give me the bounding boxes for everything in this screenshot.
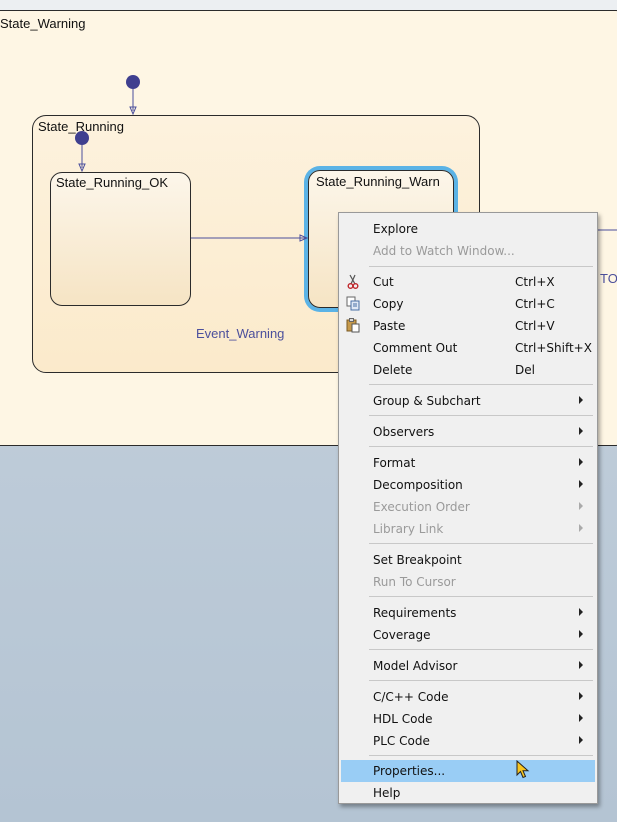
menu-item-add-watch: Add to Watch Window... — [373, 244, 515, 258]
menu-separator — [369, 649, 593, 650]
copy-icon — [346, 296, 360, 311]
menu-item-requirements[interactable]: Requirements — [341, 602, 595, 624]
submenu-arrow-icon — [579, 608, 583, 616]
canvas-top-strip — [0, 0, 617, 10]
menu-item-comment-out[interactable]: Comment Out Ctrl+Shift+X — [373, 341, 592, 355]
default-transition-dot[interactable] — [126, 75, 140, 89]
menu-item-run-to-cursor: Run To Cursor — [373, 575, 456, 589]
default-transition-dot-inner[interactable] — [75, 131, 89, 145]
state-warning-label: State_Warning — [0, 16, 86, 31]
menu-item-copy[interactable]: Copy Ctrl+C — [341, 293, 595, 315]
menu-item-paste[interactable]: Paste Ctrl+V — [341, 315, 595, 337]
menu-separator — [369, 446, 593, 447]
menu-separator — [369, 543, 593, 544]
menu-item-cut[interactable]: Cut Ctrl+X — [341, 271, 595, 293]
menu-item-properties[interactable]: Properties... — [341, 760, 595, 782]
state-running-ok[interactable]: State_Running_OK — [50, 172, 191, 306]
mouse-cursor-icon — [516, 760, 530, 779]
state-running-warn-label: State_Running_Warn — [316, 174, 440, 189]
menu-item-plc-code[interactable]: PLC Code — [341, 730, 595, 752]
submenu-arrow-icon — [579, 427, 583, 435]
menu-item-hdl-code[interactable]: HDL Code — [341, 708, 595, 730]
menu-item-coverage[interactable]: Coverage — [341, 624, 595, 646]
scissors-icon — [346, 274, 360, 289]
menu-item-group-subchart[interactable]: Group & Subchart — [341, 390, 595, 412]
menu-item-set-breakpoint[interactable]: Set Breakpoint — [373, 553, 462, 567]
menu-separator — [369, 680, 593, 681]
menu-item-delete[interactable]: Delete Del — [373, 363, 535, 377]
submenu-arrow-icon — [579, 480, 583, 488]
menu-item-model-advisor[interactable]: Model Advisor — [341, 655, 595, 677]
menu-separator — [369, 415, 593, 416]
menu-separator — [369, 755, 593, 756]
menu-separator — [369, 596, 593, 597]
submenu-arrow-icon — [579, 692, 583, 700]
menu-item-explore[interactable]: Explore — [373, 222, 419, 236]
submenu-arrow-icon — [579, 661, 583, 669]
menu-item-format[interactable]: Format — [341, 452, 595, 474]
paste-icon — [346, 318, 360, 333]
submenu-arrow-icon — [579, 502, 583, 510]
menu-item-cpp-code[interactable]: C/C++ Code — [341, 686, 595, 708]
menu-item-decomposition[interactable]: Decomposition — [341, 474, 595, 496]
clipped-transition-label: TO — [600, 271, 617, 286]
submenu-arrow-icon — [579, 630, 583, 638]
submenu-arrow-icon — [579, 458, 583, 466]
submenu-arrow-icon — [579, 736, 583, 744]
submenu-arrow-icon — [579, 714, 583, 722]
state-running-label: State_Running — [38, 119, 125, 134]
menu-item-library-link: Library Link — [341, 518, 595, 540]
context-menu: Explore Add to Watch Window... Cut Ctrl+… — [338, 212, 598, 804]
submenu-arrow-icon — [579, 524, 583, 532]
menu-separator — [369, 266, 593, 267]
state-running-ok-label: State_Running_OK — [56, 175, 169, 190]
menu-separator — [369, 384, 593, 385]
menu-item-help[interactable]: Help — [373, 786, 401, 800]
menu-item-execution-order: Execution Order — [341, 496, 595, 518]
transition-event-label[interactable]: Event_Warning — [196, 326, 285, 341]
submenu-arrow-icon — [579, 396, 583, 404]
menu-item-observers[interactable]: Observers — [341, 421, 595, 443]
